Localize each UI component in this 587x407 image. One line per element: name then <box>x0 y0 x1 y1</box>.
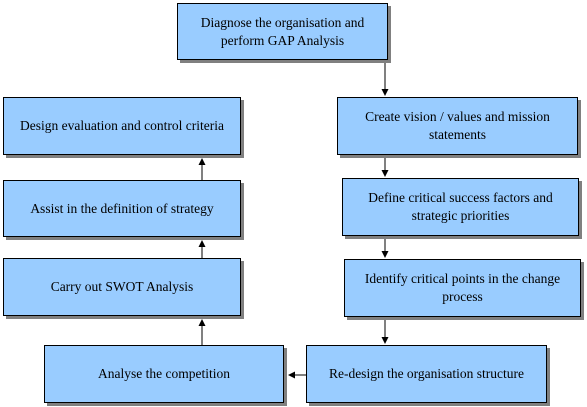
step-strategy-text: Assist in the definition of strategy <box>30 200 214 216</box>
step-critical-points-box: Identify critical points in the change p… <box>344 259 581 317</box>
step-csf-box: Define critical success factors and stra… <box>342 178 579 236</box>
step-competition-box: Analyse the competition <box>44 345 284 403</box>
step-diagnose-text: Diagnose the organisation and perform GA… <box>200 14 365 48</box>
step-vision-text: Create vision / values and mission state… <box>365 109 550 142</box>
step-strategy-box: Assist in the definition of strategy <box>3 180 241 237</box>
step-diagnose-box: Diagnose the organisation and perform GA… <box>177 3 388 60</box>
step-vision-box: Create vision / values and mission state… <box>337 97 578 155</box>
step-evaluation-box: Design evaluation and control criteria <box>3 97 241 155</box>
step-swot-text: Carry out SWOT Analysis <box>50 279 194 294</box>
step-redesign-box: Re-design the organisation structure <box>306 345 547 403</box>
step-swot-box: Carry out SWOT Analysis <box>3 258 241 316</box>
step-evaluation-text: Design evaluation and control criteria <box>20 118 224 133</box>
step-critical-points-text: Identify critical points in the change p… <box>364 271 561 304</box>
step-redesign-text: Re-design the organisation structure <box>328 366 525 381</box>
step-csf-text: Define critical success factors and stra… <box>368 190 553 223</box>
step-competition-text: Analyse the competition <box>98 366 230 381</box>
